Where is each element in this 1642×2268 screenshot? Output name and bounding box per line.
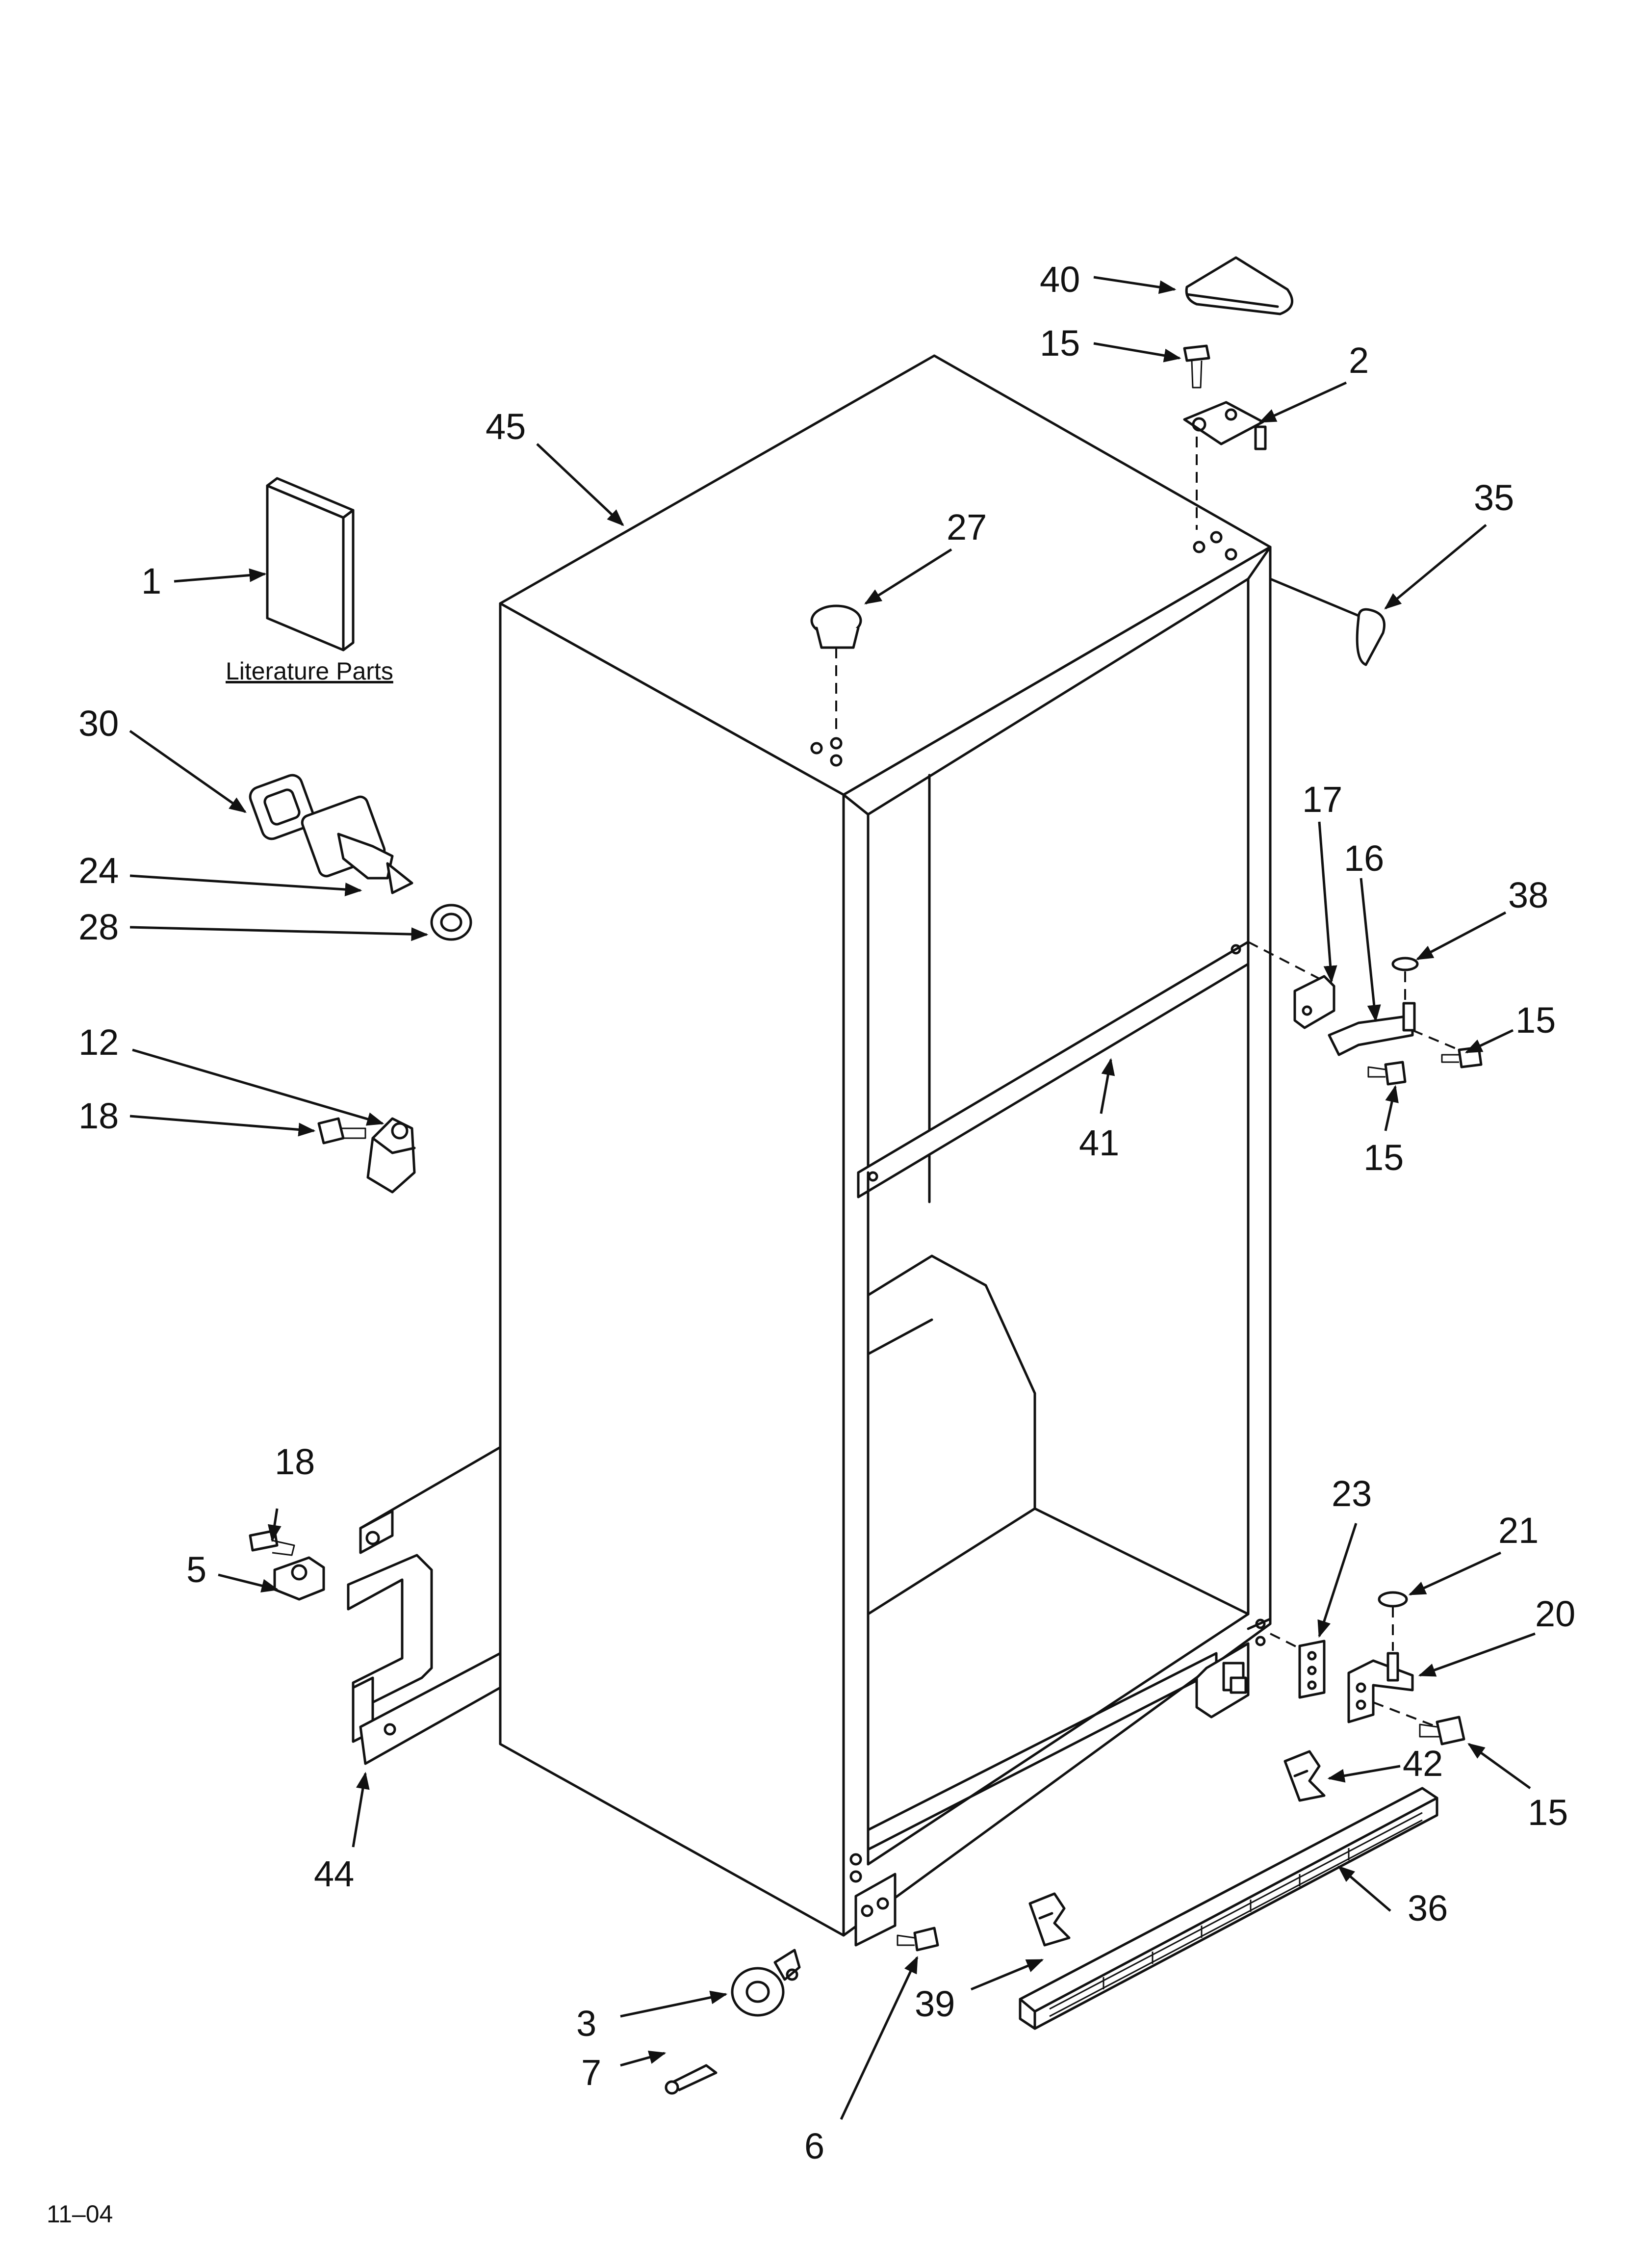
cabinet (499, 354, 1272, 1947)
footer-code: 11–04 (47, 2200, 113, 2228)
callout-6: 6 (804, 2126, 824, 2166)
callout-45: 45 (486, 406, 526, 447)
grille-clip-right (1283, 1750, 1326, 1802)
callout-1: 1 (141, 561, 161, 601)
plug (810, 604, 862, 736)
leader-lines (129, 276, 1536, 2120)
callout-36: 36 (1408, 1888, 1448, 1929)
callout-21: 21 (1498, 1510, 1539, 1551)
callout-38: 38 (1508, 875, 1548, 915)
literature-parts-label: Literature Parts (226, 657, 393, 685)
hinge-cap (1269, 577, 1385, 666)
callout-15-mid-lower: 15 (1363, 1137, 1404, 1178)
callout-30: 30 (78, 703, 119, 744)
knob-assembly (249, 774, 472, 941)
callout-41: 41 (1079, 1122, 1119, 1163)
callout-39: 39 (915, 1983, 955, 2024)
base-grille (1019, 1787, 1438, 2030)
callout-18-upper: 18 (78, 1095, 119, 1136)
hinge-cover (1185, 256, 1293, 315)
callout-12: 12 (78, 1022, 119, 1063)
callout-44: 44 (314, 1853, 354, 1894)
callout-15-mid-right: 15 (1515, 1000, 1556, 1041)
middle-hinge (1248, 941, 1483, 1086)
callout-27: 27 (947, 507, 987, 547)
callout-5: 5 (186, 1549, 206, 1590)
divider-rail (857, 940, 1250, 1199)
callout-17: 17 (1302, 779, 1342, 820)
top-screw (1183, 344, 1210, 389)
callout-7: 7 (581, 2052, 601, 2093)
callout-2: 2 (1349, 340, 1369, 381)
leveling-screw (897, 1927, 939, 1952)
callout-28: 28 (78, 907, 119, 947)
callout-24: 24 (78, 850, 119, 891)
bottom-hinge (1195, 1591, 1465, 1746)
callout-40: 40 (1040, 259, 1080, 300)
callout-42: 42 (1403, 1743, 1443, 1784)
literature-booklet (266, 477, 355, 652)
callout-18-lower: 18 (275, 1441, 315, 1482)
latch-assembly (317, 1117, 416, 1194)
callout-23: 23 (1332, 1473, 1372, 1514)
top-hinge (1183, 401, 1267, 530)
grille-clip-left (1028, 1892, 1071, 1947)
callout-3: 3 (576, 2003, 596, 2044)
callout-35: 35 (1474, 477, 1514, 518)
callout-20: 20 (1535, 1593, 1575, 1634)
left-hinge-plate (249, 1446, 502, 1765)
callout-16: 16 (1344, 838, 1384, 879)
callout-labels: 40 15 2 45 35 27 1 30 24 28 12 18 17 16 … (78, 259, 1575, 2166)
callout-15-top: 15 (1040, 323, 1080, 364)
front-roller (665, 1949, 801, 2095)
callout-15-bottom-right: 15 (1528, 1792, 1568, 1833)
